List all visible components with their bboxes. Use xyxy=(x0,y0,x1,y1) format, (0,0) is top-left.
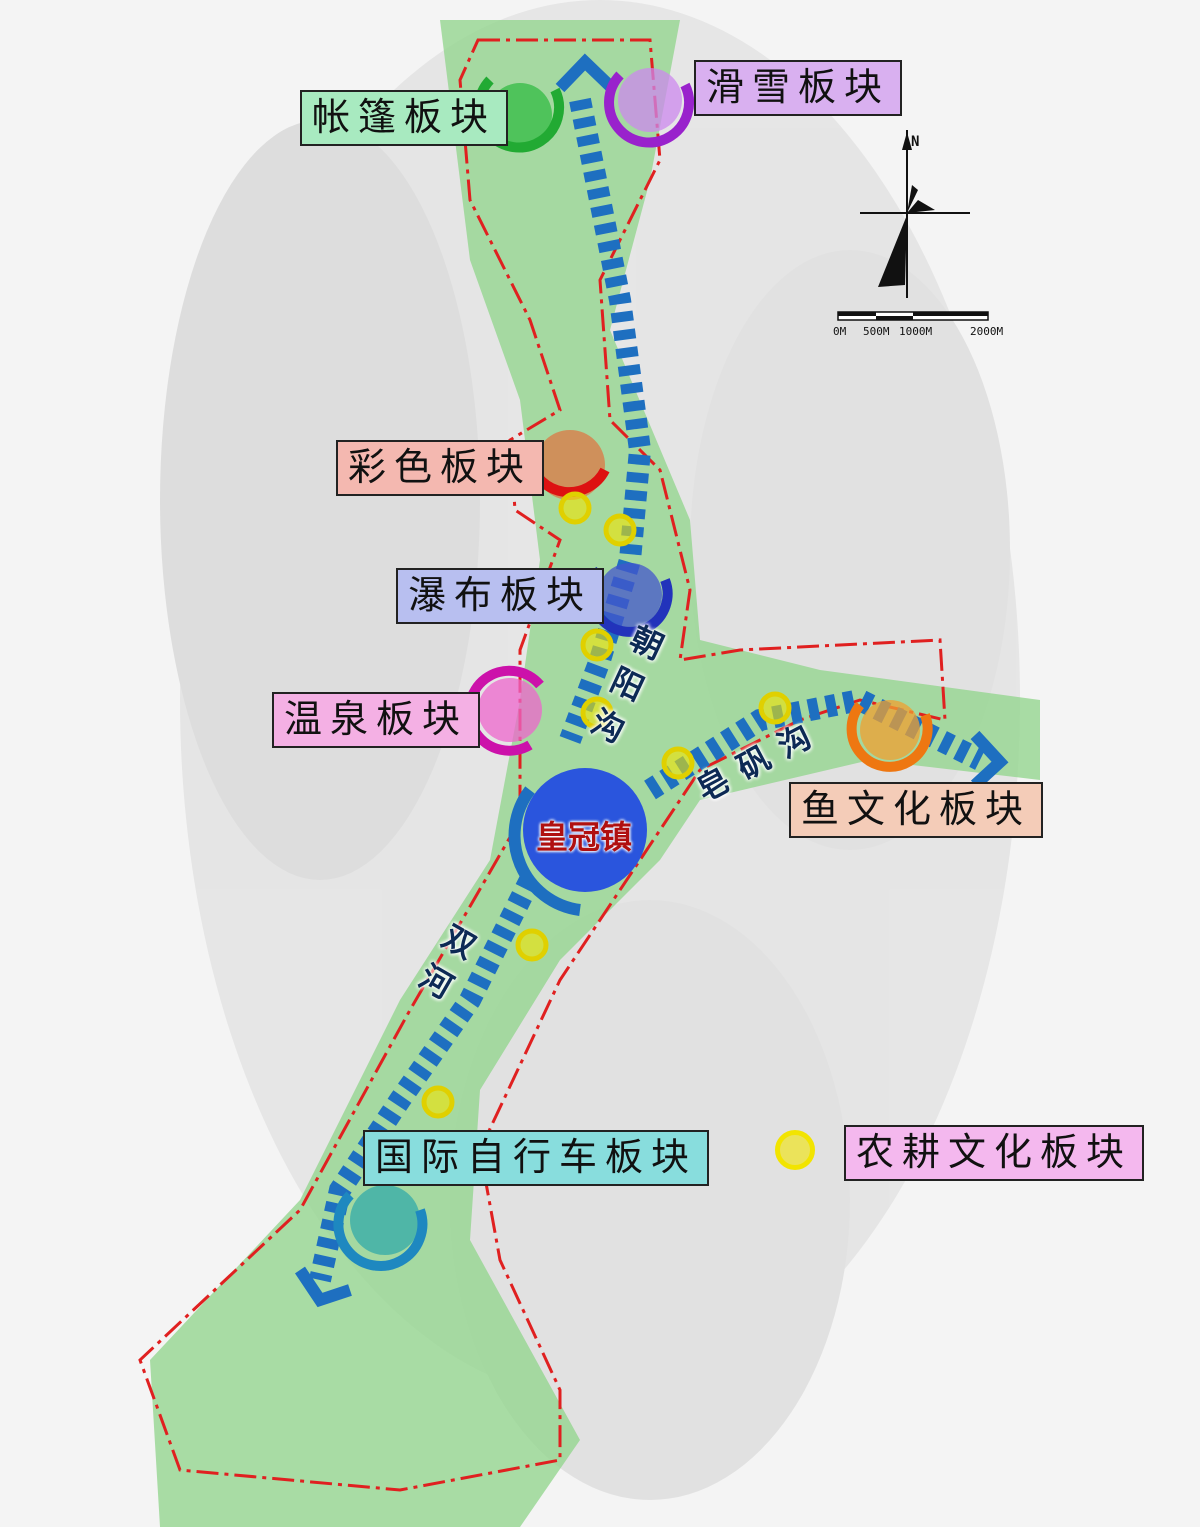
zone-label-cycling: 国际自行车板块 xyxy=(363,1130,710,1186)
town-label: 皇冠镇 xyxy=(536,818,633,856)
farming-legend-icon xyxy=(775,1130,815,1170)
zone-label-ski: 滑雪板块 xyxy=(694,60,903,116)
scale-500: 500M xyxy=(863,325,890,338)
scale-bar xyxy=(837,311,989,321)
scale-0: 0M xyxy=(833,325,847,338)
zone-label-color: 彩色板块 xyxy=(336,440,545,496)
farming-markers xyxy=(421,491,792,1119)
corridor-arrow-south xyxy=(295,1266,352,1308)
compass-icon xyxy=(860,130,970,298)
legend-farming-label: 农耕文化板块 xyxy=(844,1125,1145,1181)
north-label: N xyxy=(911,134,920,150)
corridor-arrow-north xyxy=(555,53,617,93)
tourism-corridor xyxy=(309,97,985,1283)
scale-1000: 1000M xyxy=(899,325,933,338)
zone-label-hotspring: 温泉板块 xyxy=(272,692,481,748)
zone-label-fish: 鱼文化板块 xyxy=(789,782,1044,838)
scale-2000: 2000M xyxy=(970,325,1004,338)
zone-label-tent: 帐篷板块 xyxy=(300,90,509,146)
zone-label-waterfall: 瀑布板块 xyxy=(396,568,605,624)
corridor-arrow-east xyxy=(970,730,1009,790)
